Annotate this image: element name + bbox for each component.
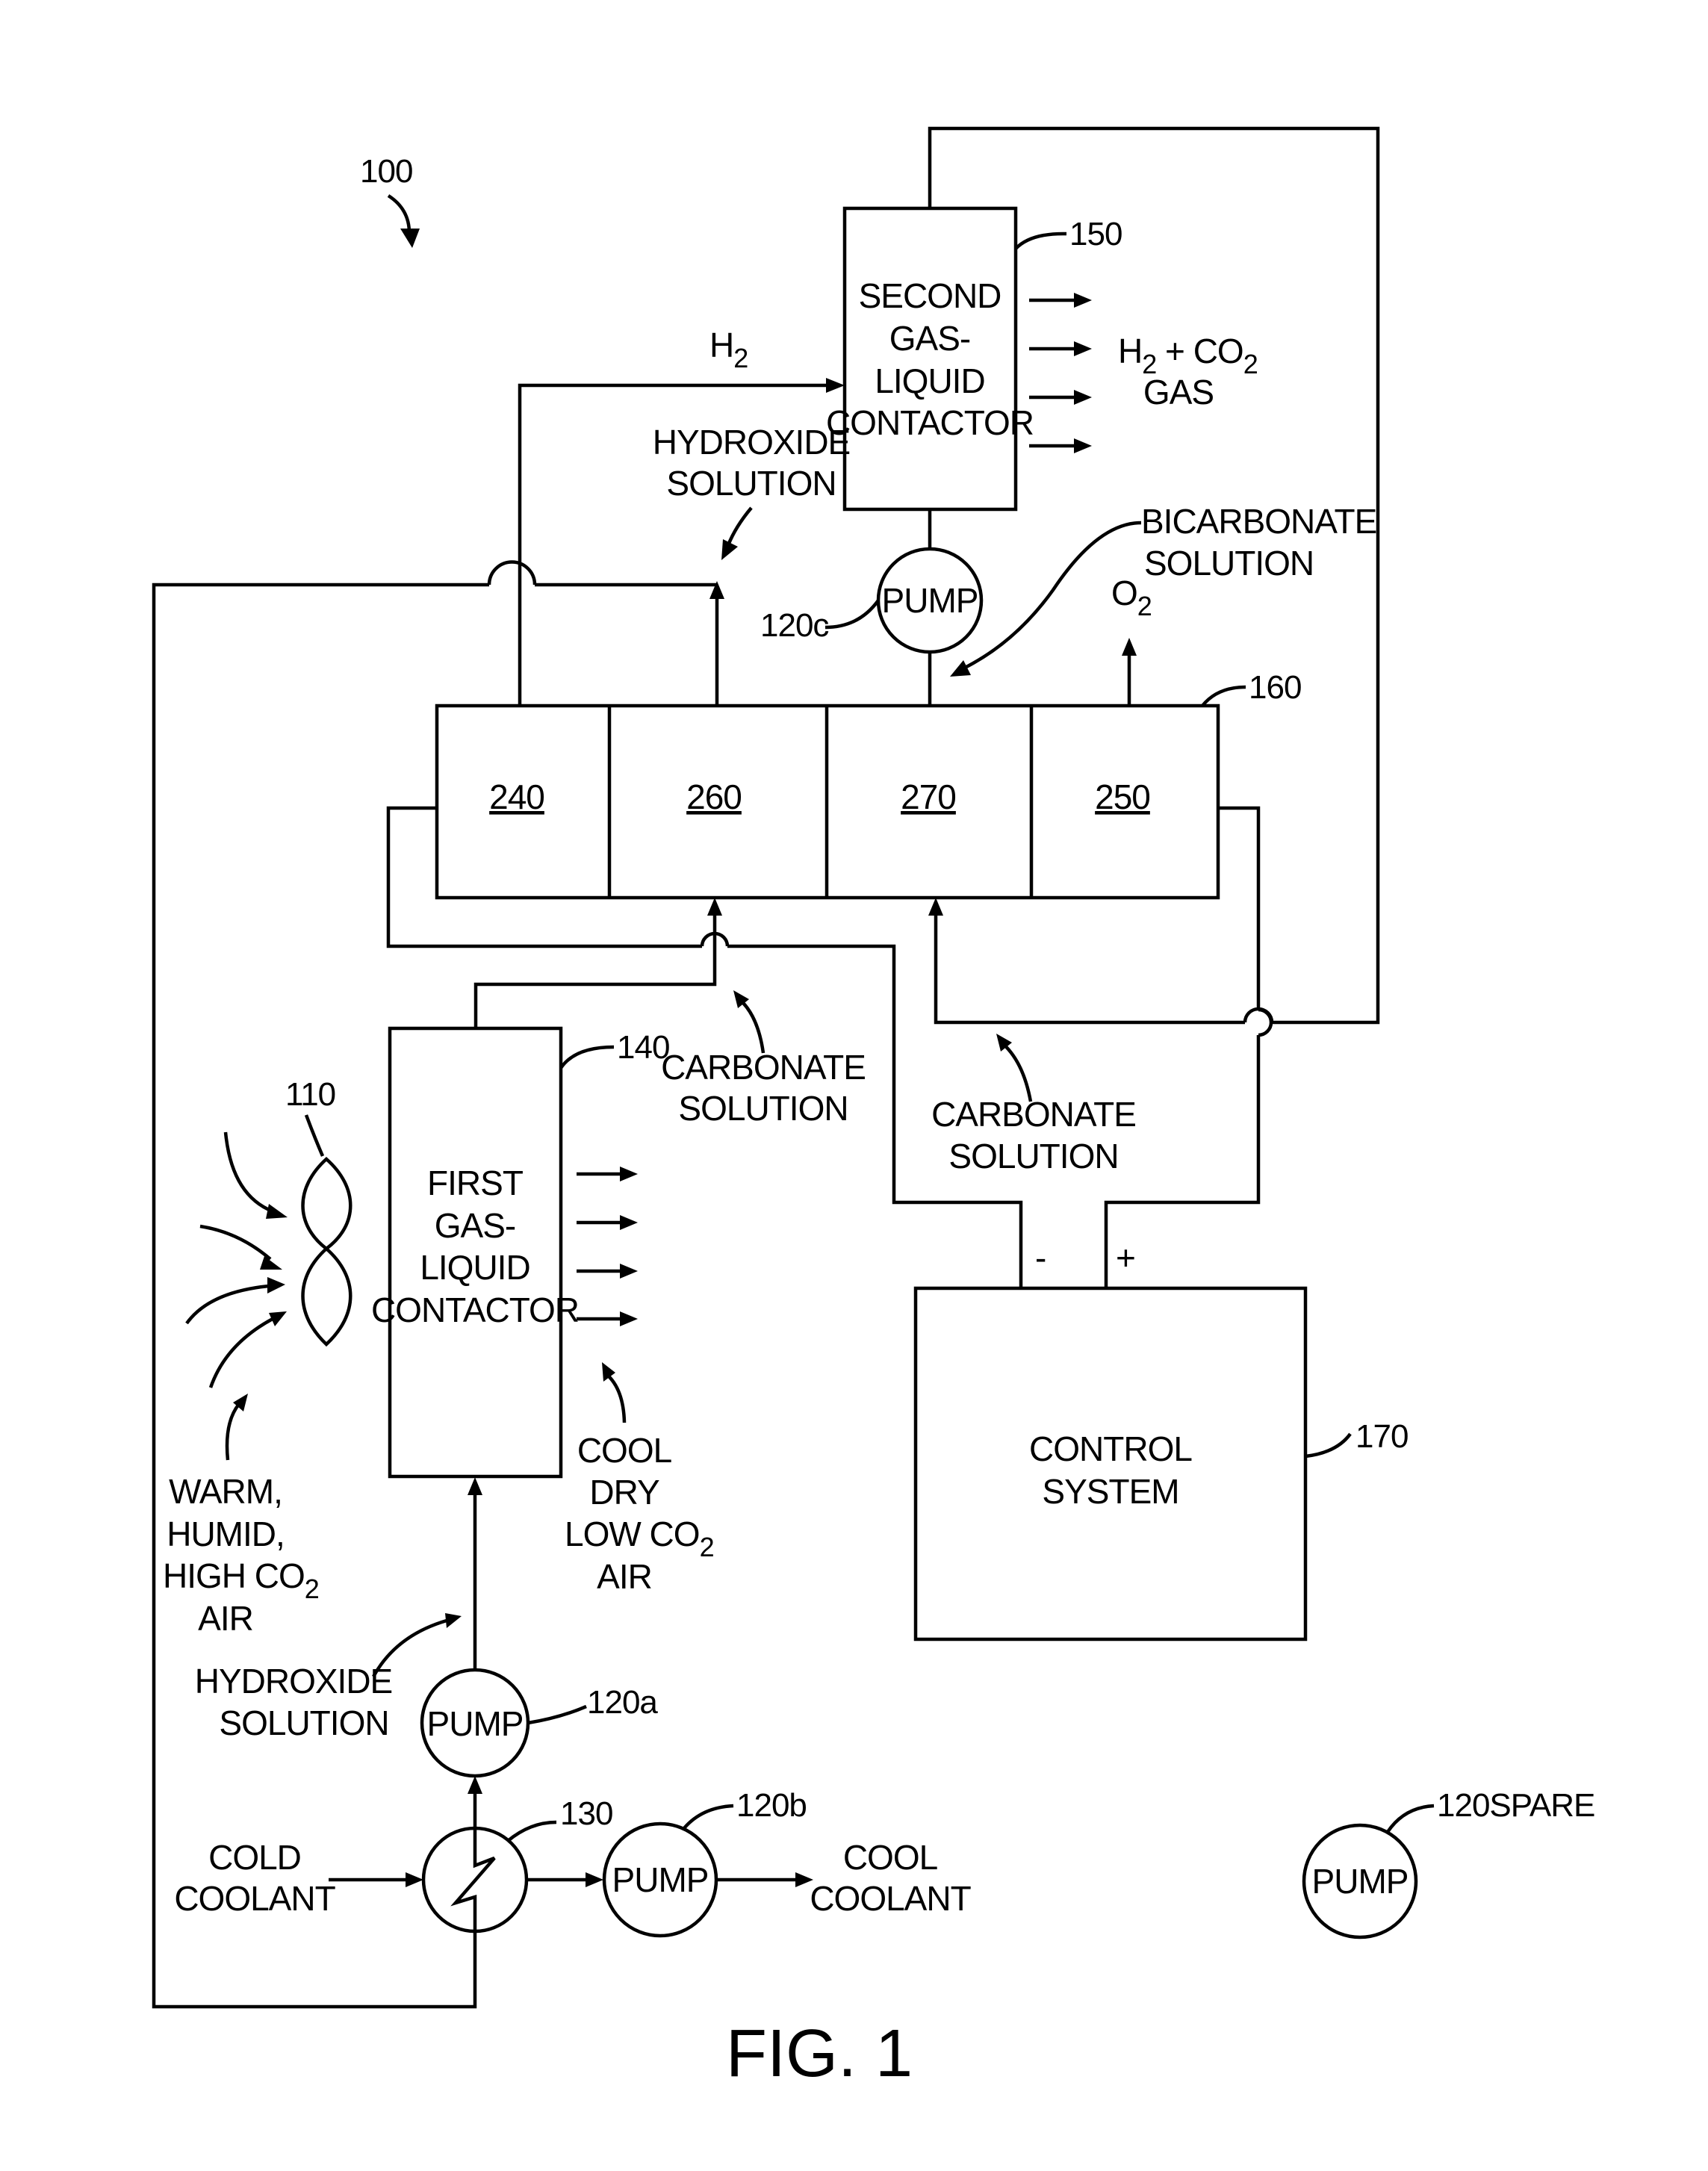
- second-contactor-line-1: SECOND: [859, 276, 1001, 315]
- hydroxide-bottom-line-2: SOLUTION: [219, 1703, 388, 1742]
- first-contactor-line-3: LIQUID: [420, 1248, 530, 1287]
- air-in-line-4: AIR: [198, 1599, 253, 1638]
- pump-a-ref: 120a: [587, 1684, 658, 1721]
- second-contactor-line-2: GAS-: [889, 319, 970, 358]
- pump-spare-ref-leader: [1388, 1806, 1434, 1832]
- fan-icon: [303, 1159, 351, 1344]
- h2-label: H2: [709, 326, 748, 373]
- positive-wire: [1218, 808, 1258, 1010]
- cell-ref: 160: [1249, 669, 1301, 706]
- second-contactor-gas-arrows: [1029, 293, 1092, 453]
- carbonate-left-feed: [476, 914, 715, 1028]
- positive-terminal: +: [1116, 1238, 1135, 1277]
- h2-arrowhead: [826, 378, 845, 393]
- pump-b-ref-leader: [684, 1806, 733, 1828]
- first-contactor-ref: 140: [617, 1029, 669, 1066]
- air-in-arrows: [187, 1132, 288, 1388]
- hydroxide-feed-arrowhead: [468, 1477, 482, 1495]
- pump-b-label: PUMP: [612, 1860, 709, 1899]
- hydroxide-return-hop: [489, 562, 535, 586]
- hydroxide-top-line-2: SOLUTION: [666, 464, 836, 503]
- pump-c-ref: 120c: [760, 607, 828, 644]
- carbonate-right-arrowhead: [928, 898, 943, 916]
- h2-co2-gas-label-2: GAS: [1143, 373, 1214, 411]
- air-out-leader: [606, 1374, 624, 1423]
- cool-coolant-line-2: COOLANT: [810, 1879, 971, 1918]
- figure-caption: FIG. 1: [726, 2016, 913, 2091]
- carbonate-right-line-1: CARBONATE: [931, 1095, 1136, 1134]
- control-system-line-1: CONTROL: [1029, 1429, 1192, 1468]
- hydroxide-bottom-leader-head: [445, 1613, 462, 1628]
- control-system-ref-leader: [1305, 1434, 1350, 1456]
- pump-spare-ref: 120SPARE: [1437, 1787, 1594, 1824]
- air-out-line-1: COOL: [577, 1431, 672, 1470]
- pump-c-label: PUMP: [882, 581, 978, 620]
- air-in-leader: [227, 1404, 239, 1460]
- hydroxide-bottom-line-1: HYDROXIDE: [195, 1662, 392, 1701]
- pump-a-ref-leader: [528, 1706, 586, 1723]
- carbonate-left-line-2: SOLUTION: [678, 1089, 848, 1128]
- air-in-line-2: HUMID,: [167, 1515, 285, 1553]
- first-contactor-line-4: CONTACTOR: [371, 1291, 579, 1329]
- compartment-250: 250: [1095, 777, 1150, 816]
- carbonate-left-leader: [739, 999, 763, 1053]
- second-contactor-line-3: LIQUID: [875, 361, 984, 400]
- air-out-line-2: DRY: [589, 1473, 659, 1512]
- cold-coolant-arrowhead: [406, 1872, 423, 1887]
- second-contactor-box: [845, 208, 1016, 509]
- carbonate-right-leader: [1001, 1042, 1031, 1102]
- second-contactor-ref-leader: [1016, 234, 1066, 249]
- compartment-270: 270: [901, 777, 956, 816]
- heat-exchanger-ref: 130: [560, 1795, 612, 1832]
- hx-to-pump-b-arrowhead: [586, 1872, 603, 1887]
- air-out-line-4: AIR: [597, 1557, 652, 1596]
- carbonate-right-feed: [936, 914, 1245, 1022]
- first-contactor-air-arrows: [577, 1167, 638, 1326]
- pump-b-ref: 120b: [736, 1787, 807, 1824]
- hx-to-pump-a-arrowhead: [468, 1776, 482, 1794]
- air-in-line-3: HIGH CO2: [163, 1556, 319, 1604]
- second-contactor-ref: 150: [1069, 216, 1122, 252]
- second-contactor-line-4: CONTACTOR: [826, 403, 1034, 442]
- air-in-line-1: WARM,: [169, 1472, 282, 1511]
- fan-ref: 110: [285, 1076, 335, 1113]
- cool-coolant-line-1: COOL: [843, 1838, 938, 1877]
- pump-a-label: PUMP: [427, 1704, 524, 1743]
- carbonate-right-line-2: SOLUTION: [948, 1137, 1118, 1175]
- negative-terminal: -: [1035, 1238, 1046, 1277]
- hydroxide-top-line-1: HYDROXIDE: [653, 423, 850, 462]
- pump-c-ref-leader: [825, 600, 878, 627]
- o2-arrowhead: [1122, 638, 1137, 656]
- first-contactor-line-1: FIRST: [427, 1164, 524, 1202]
- first-contactor-ref-leader: [561, 1047, 614, 1068]
- control-system-ref: 170: [1355, 1418, 1408, 1455]
- hydroxide-top-leader: [728, 508, 751, 545]
- first-contactor-line-2: GAS-: [435, 1206, 515, 1245]
- compartment-260: 260: [686, 777, 742, 816]
- cold-coolant-line-1: COLD: [208, 1838, 301, 1877]
- air-out-line-3: LOW CO2: [565, 1515, 714, 1562]
- system-ref-arrowhead: [400, 229, 420, 248]
- heat-exchanger-ref-leader: [508, 1822, 556, 1841]
- carbonate-left-arrowhead: [707, 898, 722, 916]
- air-out-leader-head: [602, 1362, 615, 1382]
- bicarbonate-line-2: SOLUTION: [1144, 544, 1314, 583]
- system-ref-arrow: [388, 196, 409, 233]
- fan-ref-leader: [306, 1115, 323, 1156]
- system-ref-label: 100: [360, 153, 412, 190]
- carbonate-left-line-1: CARBONATE: [661, 1048, 866, 1087]
- positive-wire-hop: [1258, 1010, 1271, 1035]
- cell-ref-leader: [1202, 687, 1246, 706]
- pump-spare-label: PUMP: [1312, 1862, 1409, 1901]
- bicarbonate-leader-head: [950, 660, 971, 677]
- bicarbonate-line-1: BICARBONATE: [1141, 502, 1376, 541]
- cold-coolant-line-2: COOLANT: [174, 1879, 335, 1918]
- control-system-line-2: SYSTEM: [1042, 1472, 1178, 1511]
- compartment-240: 240: [489, 777, 544, 816]
